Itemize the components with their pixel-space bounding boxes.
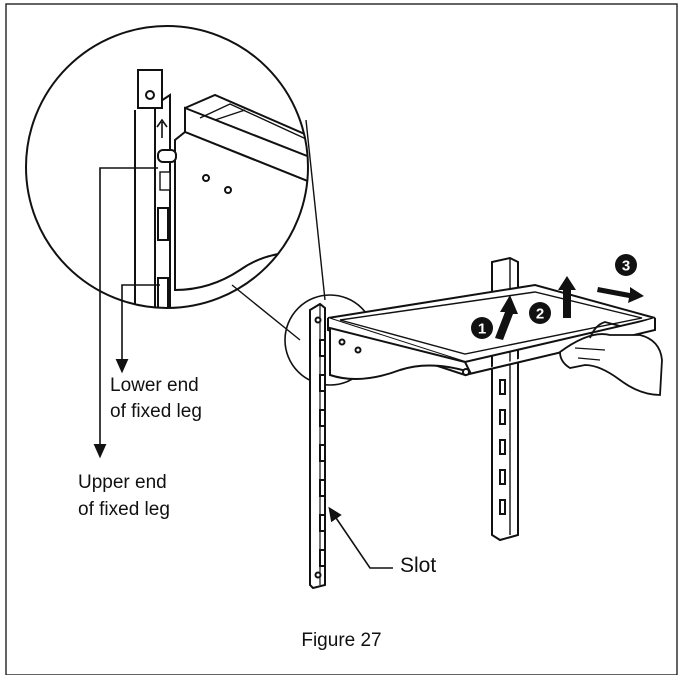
connector-lines bbox=[231, 119, 326, 341]
slot-callout bbox=[328, 506, 393, 569]
page-border bbox=[5, 3, 678, 675]
svg-text:2: 2 bbox=[536, 306, 544, 323]
hand-illustration bbox=[559, 321, 663, 396]
lower-end-label-line1: Lower end bbox=[110, 375, 199, 396]
step-badge-2: 2 bbox=[529, 302, 551, 324]
slot-label: Slot bbox=[400, 554, 437, 577]
lower-end-label-line2: of fixed leg bbox=[110, 401, 202, 422]
svg-text:1: 1 bbox=[478, 321, 486, 338]
step-badge-3: 3 bbox=[615, 254, 637, 276]
step-badge-1: 1 bbox=[471, 317, 493, 339]
upper-end-label-line1: Upper end bbox=[78, 472, 167, 493]
step-arrows bbox=[495, 276, 644, 340]
upper-end-label-line2: of fixed leg bbox=[78, 499, 170, 520]
shelf-assembly bbox=[309, 256, 656, 590]
svg-text:3: 3 bbox=[622, 258, 630, 275]
figure-caption: Figure 27 bbox=[301, 630, 382, 651]
detail-magnifier bbox=[25, 25, 309, 309]
callout-lines bbox=[93, 167, 160, 459]
